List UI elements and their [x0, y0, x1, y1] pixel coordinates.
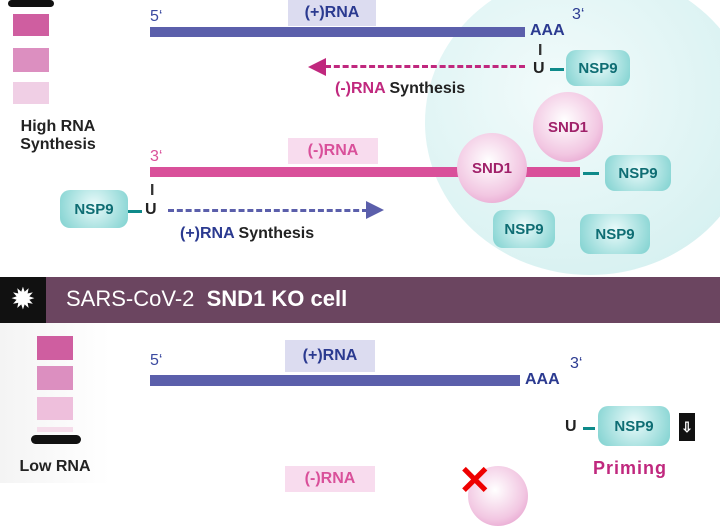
nsp9: NSP9 — [566, 50, 630, 86]
minus-synthesis-strand-text: (-)RNA — [335, 80, 386, 97]
priming-label: Priming — [593, 458, 668, 478]
header-condition: SND1 KO cell — [206, 286, 348, 311]
gel-band — [13, 14, 49, 36]
gel-band — [13, 48, 49, 72]
nsp9: NSP9 — [60, 190, 128, 228]
minus-synthesis-arrow — [325, 65, 525, 68]
bond-mark: I — [538, 42, 543, 59]
low-synthesis-label: Low RNA — [19, 458, 91, 475]
minus-rna-label: (-)RNA — [285, 466, 375, 492]
plus-rna-label: (+)RNA — [288, 0, 376, 26]
nsp9: NSP9 — [605, 155, 671, 191]
plus-rna-strand — [150, 375, 520, 386]
link — [128, 210, 142, 213]
plus-synthesis-label: (+)RNA Synthesis — [180, 225, 314, 243]
high-synthesis-label-line2: Synthesis — [20, 136, 96, 153]
arrow-head-icon — [308, 58, 326, 76]
snd1: SND1 — [457, 133, 527, 203]
header-title: SARS-CoV-2 SND1 KO cell — [66, 286, 347, 312]
condition-header — [0, 277, 720, 323]
gel-band — [37, 336, 73, 360]
plus-rna-strand — [150, 27, 525, 37]
cross-icon: ✕ — [458, 459, 492, 503]
minus-rna-strand — [150, 167, 580, 177]
decrease-arrow-icon: ⇩ — [679, 413, 695, 441]
plus-synthesis-word: Synthesis — [234, 225, 315, 242]
minus-synthesis-label: (-)RNA Synthesis — [335, 80, 465, 98]
three-prime: 3‘ — [150, 148, 163, 165]
three-prime: 3‘ — [572, 6, 585, 23]
three-prime: 3‘ — [570, 355, 583, 372]
header-virus: SARS-CoV-2 — [66, 286, 195, 311]
nsp9: NSP9 — [580, 214, 650, 254]
gel-band — [37, 366, 73, 390]
arrow-head-icon — [366, 201, 384, 219]
minus-synthesis-word: Synthesis — [385, 80, 466, 97]
uridine: U — [533, 60, 545, 77]
minus-rna-label: (-)RNA — [288, 138, 378, 164]
link — [583, 427, 595, 430]
gel-band — [37, 427, 73, 432]
nsp9: NSP9 — [598, 406, 670, 446]
gel-well — [8, 0, 54, 7]
plus-synthesis-strand-text: (+)RNA — [180, 225, 235, 242]
nsp9: NSP9 — [493, 210, 555, 248]
five-prime: 5‘ — [150, 352, 163, 369]
virus-icon: ✹ — [0, 277, 46, 323]
high-synthesis-label-line1: High RNA — [20, 118, 96, 135]
link — [583, 172, 599, 175]
gel-band — [13, 82, 49, 104]
gel-band — [37, 397, 73, 420]
link — [550, 68, 564, 71]
plus-rna-label: (+)RNA — [285, 340, 375, 372]
polya-tail: AAA — [525, 371, 560, 388]
five-prime: 5‘ — [150, 8, 163, 25]
uridine: U — [565, 418, 577, 435]
uridine: U — [145, 201, 157, 218]
plus-synthesis-arrow — [168, 209, 368, 212]
snd1: SND1 — [533, 92, 603, 162]
polya-tail: AAA — [530, 22, 565, 39]
gel-well — [31, 435, 81, 444]
bond-mark: I — [150, 182, 155, 199]
